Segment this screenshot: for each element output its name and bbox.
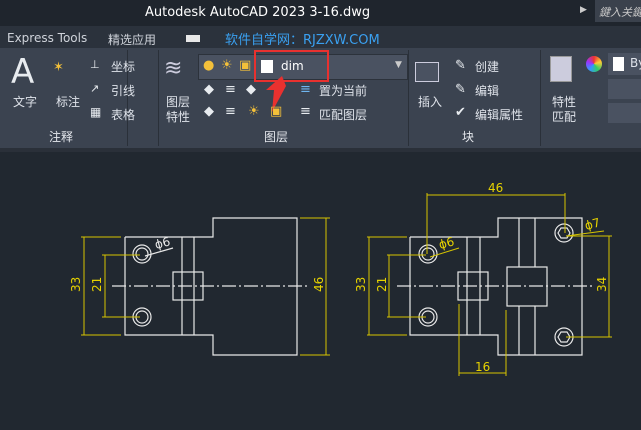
highlight-box [254,50,329,82]
dimensions [81,193,612,376]
leader-button[interactable]: 引线 [111,84,136,98]
dim-16-right: 16 [475,360,490,374]
layer-tool-icon[interactable]: ◆ [246,82,256,97]
watermark-text: 软件自学网：RJZXW.COM [225,33,380,48]
tab-overflow-button[interactable] [186,35,200,42]
coordinate-icon: ⊥ [90,58,100,71]
color-value: By [630,56,641,70]
match-layer-icon: ≡ [300,104,311,119]
edit-attributes-button[interactable]: 编辑属性 [475,108,524,122]
layer-tool-icon[interactable]: ▣ [270,104,283,119]
dim-33-right: 33 [354,277,368,292]
search-placeholder: 鍵入关鍵 [599,6,641,19]
edit-block-button[interactable]: 编辑 [475,84,500,98]
edit-attributes-icon: ✔ [455,105,466,120]
layer-tool-icon[interactable]: ≡ [225,104,236,119]
layer-color-swatch [261,60,273,73]
layer-tool-icon[interactable]: ◆ [204,82,214,97]
dim-46-right: 46 [488,181,503,195]
layer-dropdown[interactable]: ● ☀ ▣ dim ▼ [198,54,408,80]
set-current-icon: ≡ [300,82,311,97]
color-wheel-icon[interactable] [586,56,602,72]
text-icon[interactable]: A [11,52,35,92]
title-bar: Autodesk AutoCAD 2023 3-16.dwg ▶ 鍵入关鍵 [0,0,641,26]
expand-icon[interactable]: ▶ [580,5,587,15]
lineweight-dropdown[interactable] [608,79,641,99]
sun-icon[interactable]: ☀ [221,58,233,73]
layers-group-label[interactable]: 图层 [264,130,289,144]
current-layer-name: dim [281,59,304,73]
hole-dia-6-right: ϕ6 [437,234,456,252]
window-title: Autodesk AutoCAD 2023 3-16.dwg [145,5,371,20]
text-button[interactable]: 文字 [13,95,38,109]
block-group-label[interactable]: 块 [462,130,475,144]
ribbon-tabs: Express Tools 精选应用 软件自学网：RJZXW.COM [0,26,641,48]
red-arrow-icon [266,76,286,112]
coordinate-button[interactable]: 坐标 [111,60,136,74]
layer-tool-icon[interactable]: ◆ [204,104,214,119]
hole-dia-7-right: ϕ7 [583,215,602,233]
dim-21-right: 21 [375,277,389,292]
tab-express-tools[interactable]: Express Tools [7,31,88,45]
search-input[interactable]: 鍵入关鍵 [595,0,641,22]
edit-block-icon: ✎ [455,82,466,97]
annotation-group-label[interactable]: 注释 [49,130,74,144]
match-layer-button[interactable]: 匹配图层 [319,108,368,122]
chevron-down-icon[interactable]: ▼ [395,60,402,70]
layer-properties-label-2[interactable]: 特性 [166,110,191,124]
tab-featured-apps[interactable]: 精选应用 [108,33,157,47]
layer-tool-icon[interactable]: ☀ [248,104,260,119]
unlock-icon[interactable]: ▣ [239,58,252,73]
right-part [397,217,593,356]
lightbulb-icon[interactable]: ● [203,58,215,73]
dim-33-left: 33 [69,277,83,292]
match-properties-label-1[interactable]: 特性 [552,95,577,109]
linetype-dropdown[interactable] [608,103,641,123]
dim-34-right: 34 [595,277,609,292]
dimension-icon[interactable]: ✶ [53,60,64,75]
table-button[interactable]: 表格 [111,108,136,122]
set-current-button[interactable]: 置为当前 [319,84,368,98]
create-block-button[interactable]: 创建 [475,60,500,74]
insert-icon[interactable] [415,62,439,82]
hole-dia-left: ϕ6 [153,234,172,252]
create-block-icon: ✎ [455,58,466,73]
table-icon: ▦ [90,105,102,119]
layer-properties-icon[interactable]: ≋ [164,56,183,81]
insert-button[interactable]: 插入 [418,95,443,109]
layer-tool-icon[interactable]: ≡ [225,82,236,97]
dim-46-left: 46 [312,277,326,292]
layer-properties-label-1[interactable]: 图层 [166,95,191,109]
dimension-button[interactable]: 标注 [56,95,81,109]
match-properties-label-2[interactable]: 匹配 [552,110,577,124]
ribbon-separator [0,148,641,152]
left-part [112,217,308,356]
dim-21-left: 21 [90,277,104,292]
match-properties-icon[interactable] [550,56,572,82]
color-swatch [613,57,624,71]
leader-icon: ↗ [90,82,100,95]
color-dropdown[interactable]: By [608,53,641,75]
